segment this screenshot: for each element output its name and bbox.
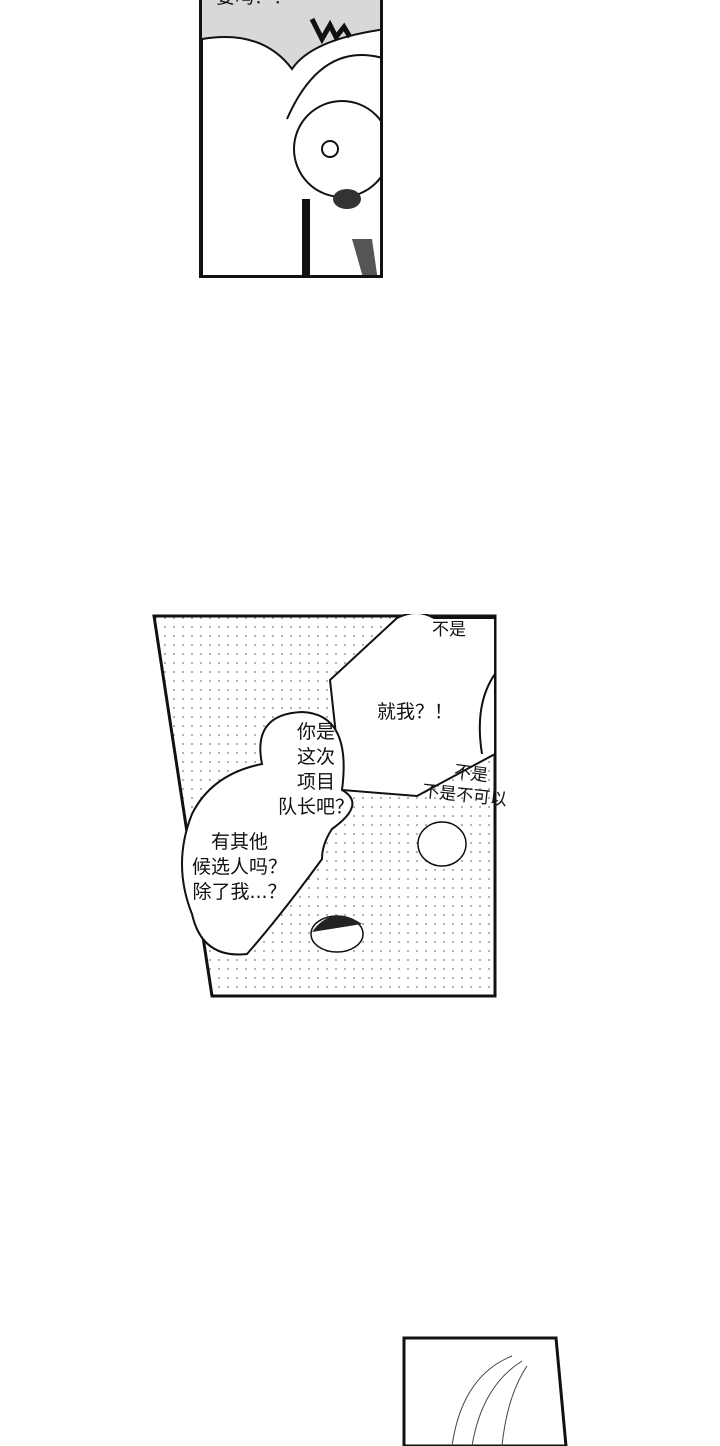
bubble-line: 项目 (297, 771, 336, 793)
bubble-line: 这次 (297, 746, 336, 768)
bubble-line: 你是 (297, 721, 336, 743)
bubble-line: 候选人吗？ (192, 856, 288, 878)
speech-bubble-candidates: 有其他 候选人吗？ 除了我...？ (192, 830, 287, 905)
speech-bubble-captain: 你是 这次 项目 队长吧？ (278, 720, 354, 820)
panel-frame (402, 1336, 568, 1446)
speech-bubble-bushi: 不是 (432, 620, 466, 640)
caption-text: 要吗？！ (216, 0, 292, 10)
bubble-line: 队长吧？ (278, 796, 355, 818)
panel-frame (152, 614, 497, 998)
comic-panel-middle: 不是 就我？！ 你是 这次 项目 队长吧？ 有其他 候选人吗？ 除了我...？ … (152, 614, 508, 998)
speech-bubble-jiuwo: 就我？！ (377, 701, 454, 723)
comic-panel-top: 要吗？！ (199, 0, 383, 278)
bubble-line: 有其他 (211, 831, 269, 853)
comic-panel-bottom (402, 1336, 572, 1446)
character-illustration (202, 17, 380, 275)
bubble-line: 除了我...？ (192, 881, 287, 903)
